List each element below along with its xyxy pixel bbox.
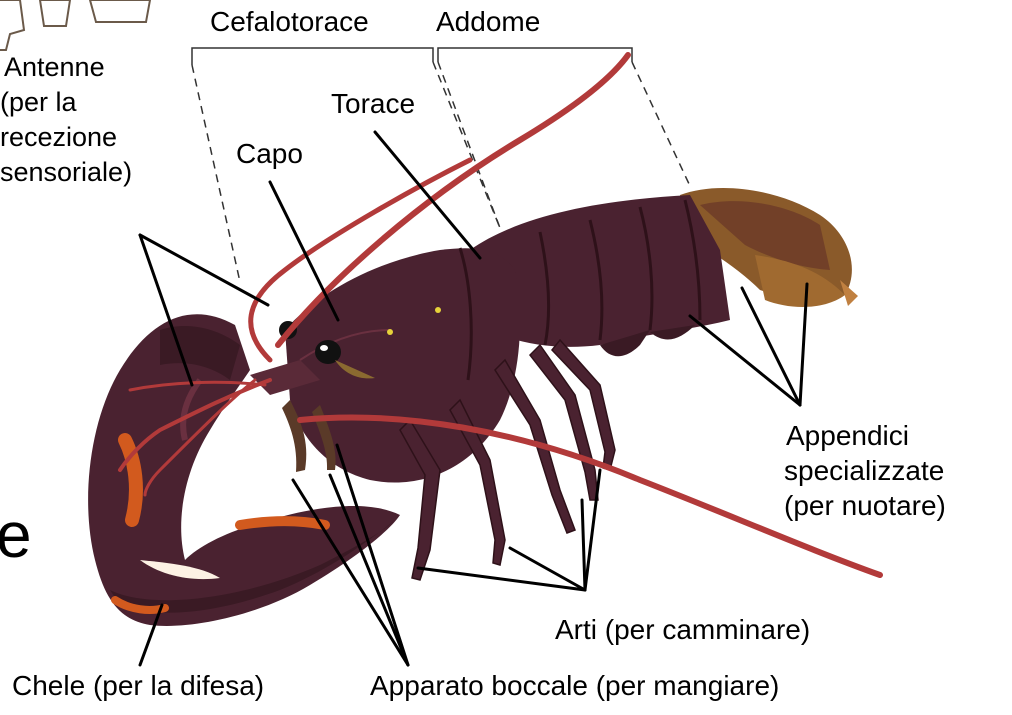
antennae-label: Antenne (per la recezione sensoriale) bbox=[0, 50, 132, 190]
leader-mouthparts-2 bbox=[330, 475, 408, 665]
antennae-label-line-2: (per la bbox=[0, 85, 132, 120]
leader-appendages-1 bbox=[690, 316, 800, 405]
leader-legs-1 bbox=[418, 568, 585, 590]
appendages-label-line-1: Appendici bbox=[786, 418, 1000, 453]
claws-label: Chele (per la difesa) bbox=[12, 668, 264, 703]
mouthparts-label: Apparato boccale (per mangiare) bbox=[370, 668, 779, 703]
appendages-label-line-2: specializzate bbox=[784, 453, 1000, 488]
appendages-label: Appendici specializzate (per nuotare) bbox=[780, 418, 1000, 523]
edge-letter: e bbox=[0, 500, 32, 570]
leader-thorax bbox=[375, 132, 480, 258]
leader-head bbox=[270, 182, 338, 320]
cut-off-heading-fragment bbox=[0, 0, 150, 50]
thorax-label: Torace bbox=[331, 86, 415, 121]
antennae-label-line-4: sensoriale) bbox=[0, 155, 132, 190]
head-label: Capo bbox=[236, 136, 303, 171]
legs-label: Arti (per camminare) bbox=[555, 612, 810, 647]
appendages-label-line-3: (per nuotare) bbox=[784, 488, 1000, 523]
leader-legs-3 bbox=[582, 500, 585, 590]
abdomen-label: Addome bbox=[436, 4, 540, 39]
antennae-label-line-1: Antenne bbox=[4, 50, 132, 85]
antennae-label-line-3: recezione bbox=[0, 120, 132, 155]
cephalothorax-label: Cefalotorace bbox=[210, 4, 369, 39]
